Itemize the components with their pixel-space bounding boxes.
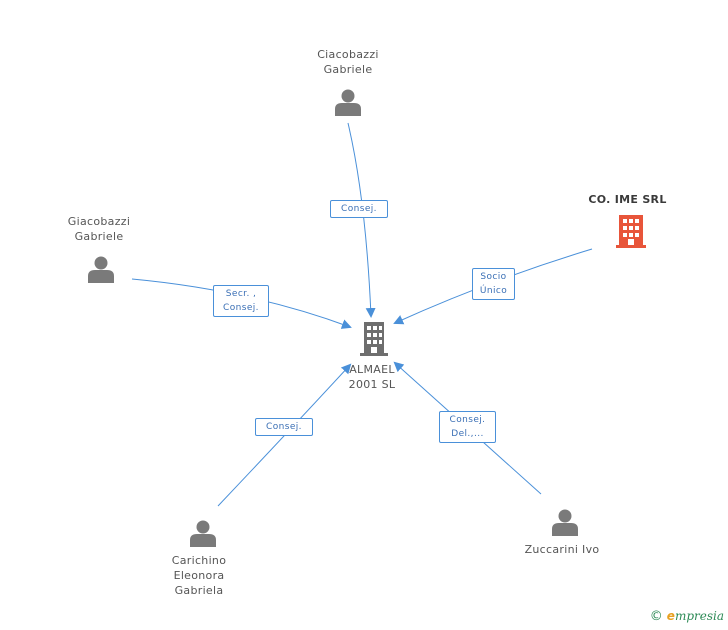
person-icon[interactable] — [335, 89, 361, 117]
brand-initial: e — [666, 609, 675, 623]
edge-label-text: Consej. — [266, 422, 302, 432]
edge-label-text: Consej. — [341, 204, 377, 214]
node-name-line: 2001 SL — [348, 378, 396, 391]
node-name-line: Gabriele — [74, 230, 124, 243]
node-label-giacobazzi[interactable]: Giacobazzi Gabriele — [49, 214, 149, 244]
edge-label-text: Secr. , — [225, 289, 257, 299]
node-name-line: Gabriele — [323, 63, 373, 76]
node-name-line: Ciacobazzi — [317, 48, 379, 61]
brand-name: mpresia — [674, 609, 724, 623]
node-label-almael[interactable]: ALMAEL 2001 SL — [330, 362, 414, 392]
person-icon[interactable] — [88, 256, 114, 284]
node-label-zuccarini[interactable]: Zuccarini Ivo — [507, 542, 617, 557]
node-label-ciacobazzi[interactable]: Ciacobazzi Gabriele — [298, 47, 398, 77]
edge-label-text: Del.,... — [451, 429, 484, 439]
node-name-line: ALMAEL — [349, 363, 395, 376]
building-icon[interactable] — [616, 215, 646, 248]
edge-label-ciacobazzi: Consej. — [330, 200, 388, 218]
node-name-line: CO. IME SRL — [588, 193, 667, 206]
edge-label-text: Socio — [480, 272, 507, 282]
edge-label-zuccarini: Consej. Del.,... — [439, 411, 496, 443]
edge-label-carichino: Consej. — [255, 418, 313, 436]
node-name-line: Eleonora — [173, 569, 225, 582]
node-label-coime[interactable]: CO. IME SRL — [575, 192, 680, 207]
node-name-line: Gabriela — [174, 584, 224, 597]
edge-label-text: Único — [479, 286, 508, 296]
edge-label-text: Consej. — [223, 303, 259, 313]
edge-ciacobazzi — [347, 122, 376, 318]
building-icon[interactable] — [360, 322, 388, 356]
edge-label-coime: Socio Único — [472, 268, 515, 300]
node-label-carichino[interactable]: Carichino Eleonora Gabriela — [149, 553, 249, 598]
edge-label-text: Consej. — [449, 415, 486, 425]
node-name-line: Carichino — [171, 554, 227, 567]
node-name-line: Giacobazzi — [67, 215, 131, 228]
copyright-symbol: © — [649, 609, 663, 624]
node-name-line: Zuccarini Ivo — [524, 543, 600, 556]
edge-label-giacobazzi: Secr. , Consej. — [213, 285, 269, 317]
person-icon[interactable] — [190, 520, 216, 548]
empresia-logo: ©empresia — [650, 609, 724, 624]
person-icon[interactable] — [552, 509, 578, 537]
